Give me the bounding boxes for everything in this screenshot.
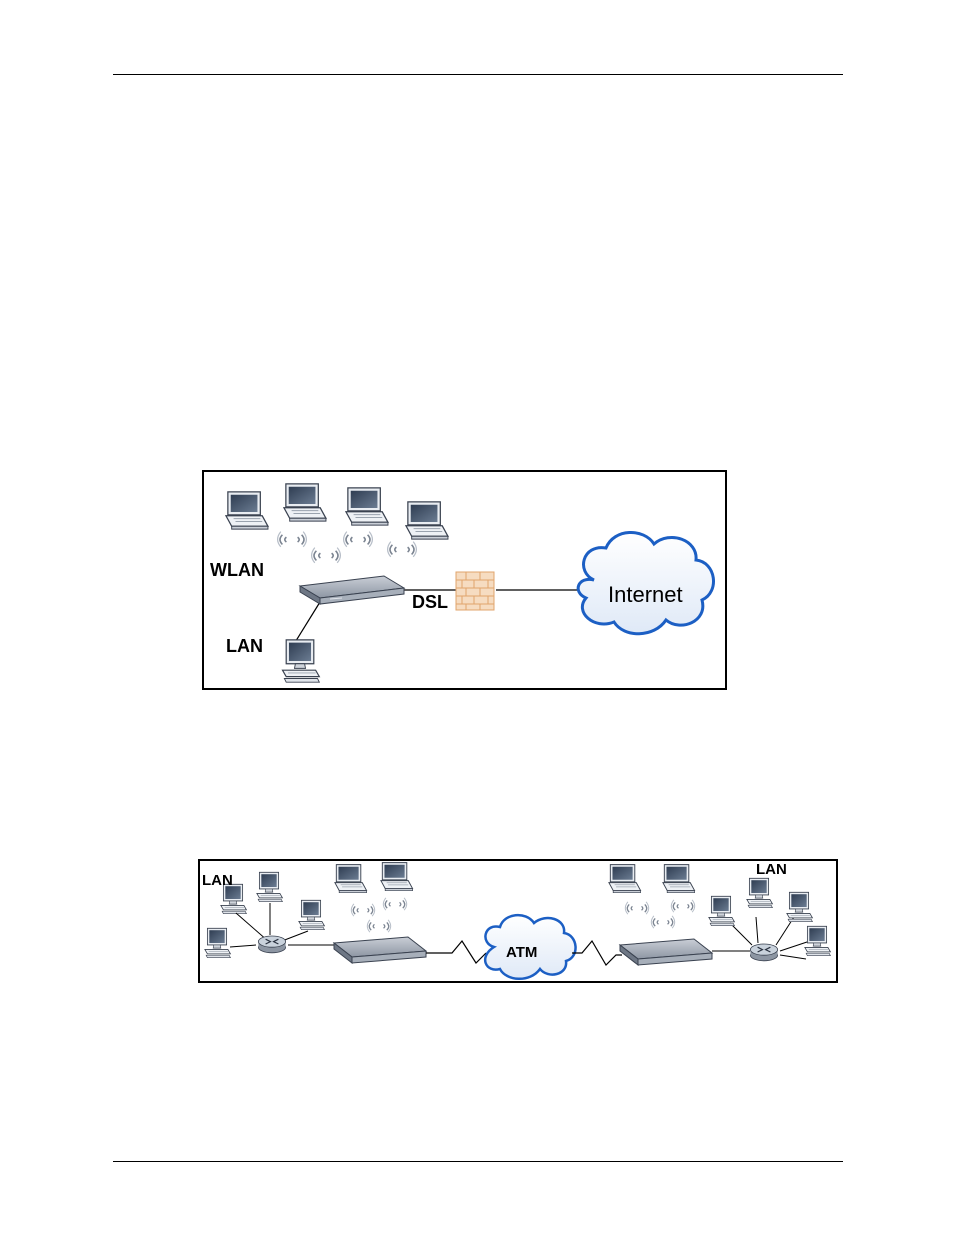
desktop-computer-icon — [283, 640, 320, 682]
wireless-signal-icon — [625, 902, 648, 914]
wireless-signal-icon — [388, 542, 417, 557]
wireless-signal-icon — [312, 548, 341, 563]
footer-rule — [113, 1161, 843, 1162]
firewall-icon — [456, 572, 494, 610]
desktop-computer-icon — [205, 928, 231, 957]
wireless-signal-icon — [278, 532, 307, 547]
wlan-label: WLAN — [210, 560, 264, 580]
laptop-icon — [663, 865, 695, 893]
desktop-computer-icon — [709, 896, 735, 925]
wireless-signal-icon — [671, 900, 694, 912]
router-device-icon — [334, 937, 426, 963]
header-rule — [113, 74, 843, 75]
wireless-signal-icon — [351, 904, 374, 916]
wireless-signal-icon — [367, 920, 390, 932]
laptop-icon — [226, 492, 268, 529]
wireless-signal-icon — [383, 898, 406, 910]
laptop-icon — [381, 863, 413, 891]
wireless-signal-icon — [651, 916, 674, 928]
router-icon — [750, 944, 777, 961]
lan-right-label: LAN — [756, 861, 787, 878]
network-diagram-atm: ATM LAN LAN — [198, 859, 838, 983]
laptop-icon — [335, 865, 367, 893]
desktop-computer-icon — [747, 878, 773, 907]
laptop-icon — [609, 865, 641, 893]
desktop-computer-icon — [805, 926, 831, 955]
desktop-computer-icon — [299, 900, 325, 929]
atm-cloud-label: ATM — [506, 944, 537, 961]
router-device-icon — [300, 576, 404, 604]
lan-label: LAN — [226, 636, 263, 656]
dsl-label: DSL — [412, 592, 448, 612]
router-device-icon — [620, 939, 712, 965]
desktop-computer-icon — [787, 892, 813, 921]
lan-left-label: LAN — [202, 872, 233, 889]
desktop-computer-icon — [257, 872, 283, 901]
laptop-icon — [284, 484, 326, 521]
internet-cloud-label: Internet — [608, 582, 683, 607]
laptop-icon — [406, 502, 448, 539]
wireless-signal-icon — [344, 532, 373, 547]
network-diagram-wlan-dsl: WLAN LAN DSL Internet — [202, 470, 727, 690]
laptop-icon — [346, 488, 388, 525]
router-icon — [258, 936, 285, 953]
